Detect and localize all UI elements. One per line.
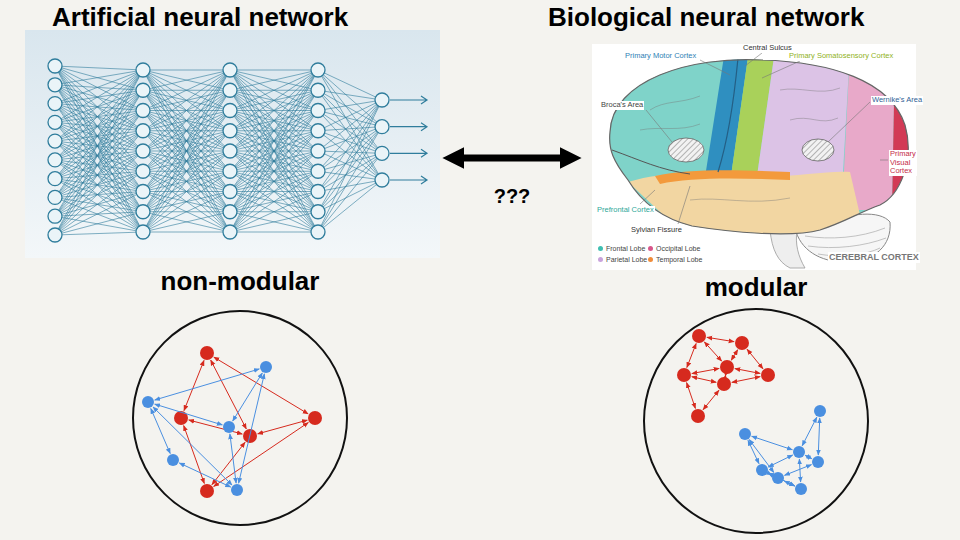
area-label: Primary Somatosensory Cortex [788, 52, 894, 61]
heading: non-modular [161, 266, 320, 296]
ann-panel [25, 30, 440, 258]
graph-circle: modular [643, 308, 869, 534]
area-label: Primary Visual Cortex [889, 150, 917, 176]
double-arrow [460, 155, 564, 162]
area-label: CEREBRAL CORTEX [828, 252, 920, 263]
area-label: Prefrontal Cortex [596, 206, 655, 215]
legend-text: Occipital Lobe [656, 244, 700, 253]
heading: Artificial neural network [52, 2, 348, 32]
legend-swatch [598, 246, 603, 251]
legend-text: Temporal Lobe [656, 255, 702, 264]
ann-panel: Artificial neural network [25, 0, 440, 258]
heading: Biological neural network [548, 2, 864, 32]
legend-item: Occipital Lobe [648, 244, 700, 253]
legend-item: Parietal Lobe [598, 255, 647, 264]
area-label: Sylvian Fissure [630, 226, 683, 235]
graph-circle: non-modular [132, 310, 348, 526]
brain [600, 50, 920, 268]
legend-swatch [648, 246, 653, 251]
legend-text: Frontal Lobe [606, 244, 645, 253]
legend-item: Temporal Lobe [648, 255, 702, 264]
area-label: Primary Motor Cortex [624, 52, 697, 61]
ann-network [48, 59, 427, 242]
edge-label: ??? [494, 184, 531, 208]
area-label: Broca's Area [600, 101, 644, 110]
heading: modular [705, 272, 808, 302]
legend-swatch [598, 257, 603, 262]
legend-item: Frontal Lobe [598, 244, 645, 253]
area-label: Wernike's Area [871, 96, 923, 105]
graph-illustrations [142, 329, 826, 498]
legend-swatch [648, 257, 653, 262]
area-label: Central Sulcus [742, 44, 793, 53]
legend-text: Parietal Lobe [606, 255, 647, 264]
